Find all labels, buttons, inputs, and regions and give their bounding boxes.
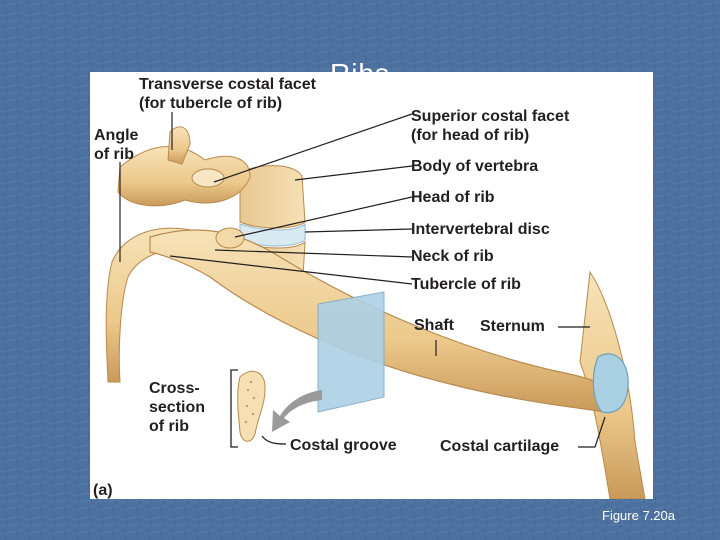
rib-illustration (105, 112, 646, 499)
figure-panel: Transverse costal facet (for tubercle of… (90, 72, 653, 499)
label-costal-cartilage: Costal cartilage (440, 438, 560, 455)
label-cross-section: Cross- section of rib (149, 380, 206, 435)
vertebra-body (239, 165, 306, 229)
label-costal-groove: Costal groove (290, 437, 397, 454)
rib-cross-section (237, 370, 266, 442)
figure-caption: Figure 7.20a (602, 508, 675, 523)
label-neck-of-rib: Neck of rib (411, 248, 494, 265)
costal-cartilage (592, 353, 629, 414)
transverse-costal-facet (191, 168, 225, 188)
label-transverse-costal-facet: Transverse costal facet (for tubercle of… (139, 76, 316, 112)
label-head-of-rib: Head of rib (411, 189, 495, 206)
label-tubercle-of-rib: Tubercle of rib (411, 276, 521, 293)
label-angle-of-rib: Angle of rib (94, 127, 139, 163)
panel-letter: (a) (93, 482, 113, 499)
label-body-of-vertebra: Body of vertebra (411, 158, 539, 175)
label-sternum: Sternum (480, 318, 545, 335)
label-superior-costal-facet: Superior costal facet (for head of rib) (411, 108, 570, 144)
section-arrow (272, 390, 322, 432)
label-shaft: Shaft (414, 317, 454, 334)
rib-posterior (105, 227, 203, 383)
label-intervertebral-disc: Intervertebral disc (411, 221, 550, 238)
head-of-rib (215, 227, 245, 249)
section-plane (317, 291, 385, 413)
